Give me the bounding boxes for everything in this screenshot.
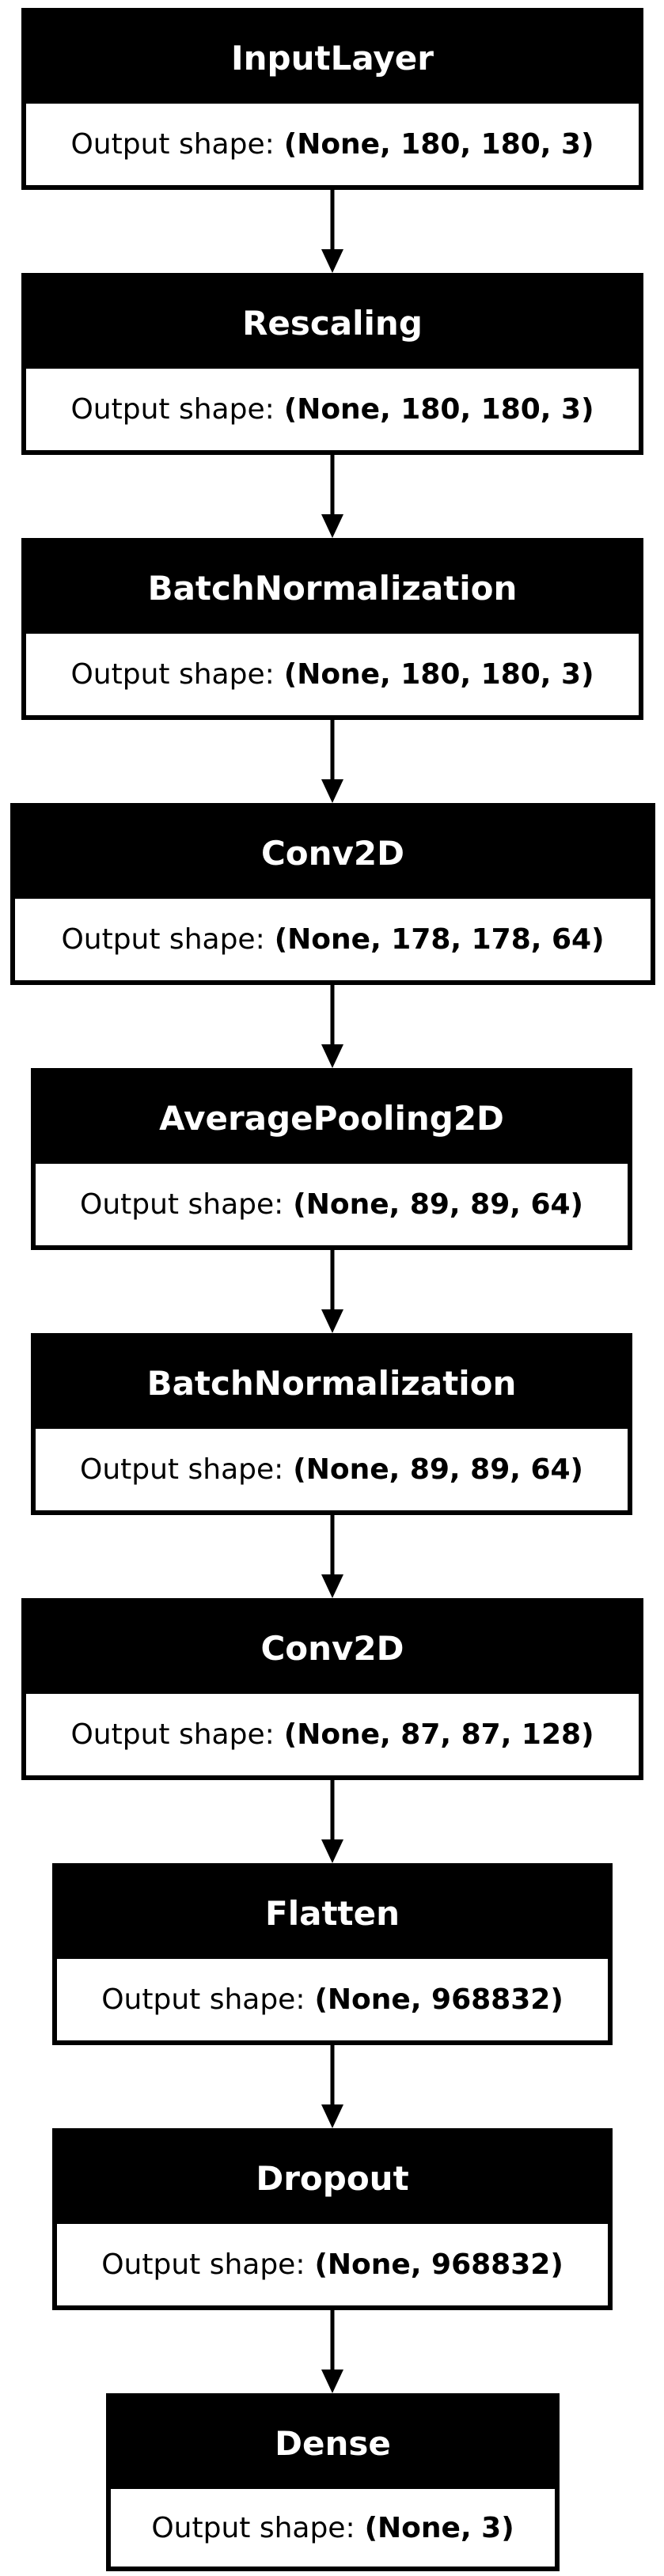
arrowhead [321, 1839, 343, 1863]
output-shape-label: Output shape: [101, 1983, 305, 2016]
layer-node: BatchNormalization Output shape: (None, … [21, 538, 643, 720]
layer-name: BatchNormalization [26, 543, 639, 634]
output-shape-value: (None, 89, 89, 64) [293, 1453, 583, 1486]
layer-output-shape: Output shape: (None, 89, 89, 64) [36, 1164, 628, 1245]
layer-node: BatchNormalization Output shape: (None, … [31, 1333, 632, 1515]
layer-output-shape: Output shape: (None, 180, 180, 3) [26, 369, 639, 450]
layer-output-shape: Output shape: (None, 180, 180, 3) [26, 104, 639, 185]
output-shape-label: Output shape: [70, 393, 275, 426]
output-shape-label: Output shape: [70, 1718, 275, 1751]
layer-node: InputLayer Output shape: (None, 180, 180… [21, 8, 643, 190]
arrowhead [321, 2104, 343, 2128]
layer-output-shape: Output shape: (None, 968832) [57, 1959, 608, 2040]
arrowhead [321, 1044, 343, 1068]
layer-node: Flatten Output shape: (None, 968832) [52, 1863, 613, 2045]
arrowhead [321, 2370, 343, 2393]
layer-node: Conv2D Output shape: (None, 178, 178, 64… [10, 803, 655, 985]
layer-name: InputLayer [26, 13, 639, 104]
arrowhead [321, 1574, 343, 1598]
layer-name: AveragePooling2D [36, 1073, 628, 1164]
layer-output-shape: Output shape: (None, 3) [111, 2489, 555, 2567]
layer-node: Dropout Output shape: (None, 968832) [52, 2128, 613, 2310]
layer-name: BatchNormalization [36, 1338, 628, 1429]
output-shape-label: Output shape: [80, 1453, 284, 1486]
layer-name: Dense [111, 2398, 555, 2489]
output-shape-value: (None, 180, 180, 3) [283, 128, 594, 161]
layer-name: Dropout [57, 2133, 608, 2224]
output-shape-label: Output shape: [70, 658, 275, 691]
output-shape-value: (None, 3) [364, 2511, 514, 2544]
output-shape-label: Output shape: [151, 2511, 355, 2544]
layer-node: Conv2D Output shape: (None, 87, 87, 128) [21, 1598, 643, 1780]
layer-name: Rescaling [26, 278, 639, 369]
output-shape-label: Output shape: [101, 2248, 305, 2281]
output-shape-label: Output shape: [80, 1188, 284, 1221]
output-shape-value: (None, 89, 89, 64) [293, 1188, 583, 1221]
arrowhead [321, 514, 343, 538]
arrowhead [321, 1309, 343, 1333]
layer-name: Flatten [57, 1868, 608, 1959]
layer-node: Dense Output shape: (None, 3) [106, 2393, 560, 2571]
layer-output-shape: Output shape: (None, 178, 178, 64) [15, 899, 651, 980]
layer-node: AveragePooling2D Output shape: (None, 89… [31, 1068, 632, 1250]
output-shape-value: (None, 178, 178, 64) [274, 923, 605, 956]
layer-output-shape: Output shape: (None, 180, 180, 3) [26, 634, 639, 715]
layer-node: Rescaling Output shape: (None, 180, 180,… [21, 273, 643, 455]
arrowhead [321, 249, 343, 273]
output-shape-value: (None, 968832) [314, 2248, 563, 2281]
layer-output-shape: Output shape: (None, 87, 87, 128) [26, 1694, 639, 1775]
layer-output-shape: Output shape: (None, 968832) [57, 2224, 608, 2305]
layer-name: Conv2D [15, 808, 651, 899]
output-shape-value: (None, 180, 180, 3) [283, 393, 594, 426]
output-shape-label: Output shape: [61, 923, 265, 956]
output-shape-value: (None, 180, 180, 3) [283, 658, 594, 691]
layer-output-shape: Output shape: (None, 89, 89, 64) [36, 1429, 628, 1510]
output-shape-value: (None, 968832) [314, 1983, 563, 2016]
output-shape-label: Output shape: [70, 128, 275, 161]
output-shape-value: (None, 87, 87, 128) [283, 1718, 594, 1751]
layer-name: Conv2D [26, 1603, 639, 1694]
arrowhead [321, 779, 343, 803]
